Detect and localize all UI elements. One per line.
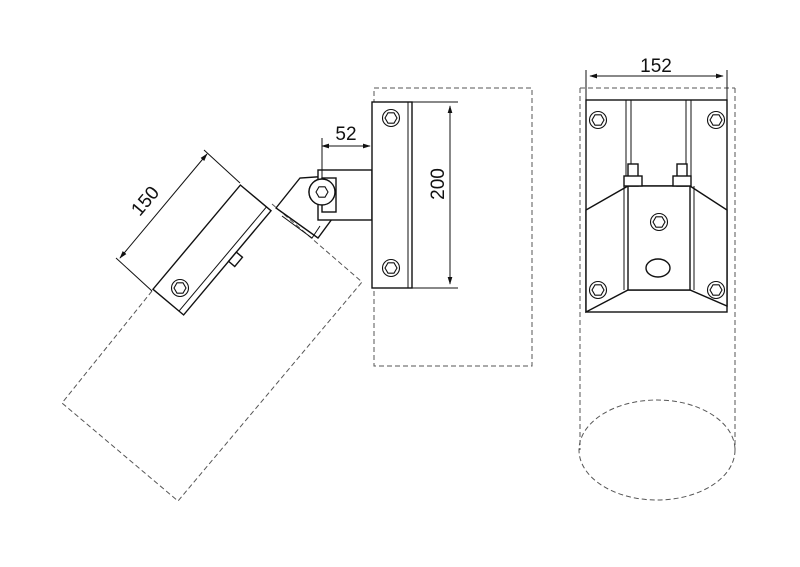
wall-plate [371, 101, 413, 289]
hex-bolt-icon [170, 278, 190, 298]
hex-bolt-icon [706, 110, 726, 130]
dimension-200-label: 200 [428, 168, 449, 200]
fixture-end-ellipse [578, 399, 736, 501]
dimension-152: 152 [585, 56, 728, 100]
dimension-150-label: 150 [128, 183, 164, 221]
dimension-200: 200 [412, 101, 458, 289]
tilted-mount-view: 150 52 [61, 124, 373, 502]
dimension-52: 52 [321, 124, 371, 178]
hex-bolt-icon [381, 258, 401, 278]
channel-bolts [623, 163, 692, 187]
bracket-front-view: 152 [578, 56, 736, 501]
slot-hole-icon [645, 258, 671, 278]
dimension-52-label: 52 [335, 124, 356, 145]
hex-bolt-icon [588, 110, 608, 130]
dimension-152-label: 152 [640, 56, 672, 77]
hex-bolt-icon [588, 280, 608, 300]
hex-bolt-icon [381, 108, 401, 128]
wall-plate-view: 200 [371, 87, 533, 367]
hex-bolt-icon [706, 280, 726, 300]
swivel-joint [274, 169, 373, 239]
tilted-clamp-plate [151, 184, 273, 316]
hex-bolt-icon [649, 212, 669, 232]
